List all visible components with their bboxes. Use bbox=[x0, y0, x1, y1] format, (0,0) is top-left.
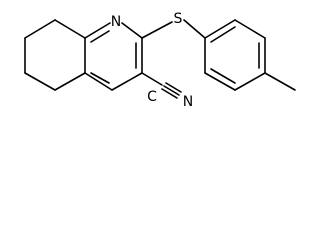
atom-label-nitrile-nitrogen: N bbox=[183, 94, 193, 110]
pyridine-ring bbox=[84, 22, 143, 91]
triple-bond-line-2 bbox=[165, 82, 182, 93]
atom-label-nitrile-carbon: C bbox=[147, 89, 157, 105]
double-bond-ar-1-2 bbox=[210, 26, 236, 43]
bond-c6-c5 bbox=[24, 72, 56, 91]
bond-c3-cnitrile bbox=[141, 72, 163, 86]
bond-c5-c4a bbox=[54, 72, 86, 91]
nitrile-group-bonds bbox=[141, 72, 182, 99]
triple-bond-line-1 bbox=[163, 85, 180, 96]
bond-s-c1prime bbox=[183, 19, 206, 39]
atom-label-ring-nitrogen: N bbox=[111, 14, 121, 30]
double-bond-c8a-n1 bbox=[90, 30, 110, 43]
bond-n1-c2 bbox=[121, 22, 143, 39]
bond-c2-s bbox=[141, 21, 173, 39]
chemical-structure-diagram: N S C N bbox=[24, 11, 296, 110]
bond-ar-5-6 bbox=[204, 72, 236, 91]
bond-c4-c4a bbox=[84, 72, 113, 91]
bond-c3-c4 bbox=[111, 72, 143, 91]
bond-c8-c7 bbox=[24, 19, 56, 39]
atom-label-sulfur: S bbox=[174, 11, 183, 27]
bond-c8a-c8 bbox=[54, 19, 86, 39]
bond-ar-4-5 bbox=[234, 72, 266, 91]
bond-ar-2-3 bbox=[234, 19, 266, 39]
saturated-ring bbox=[24, 19, 86, 91]
double-bond-c4-c4a bbox=[90, 72, 110, 84]
double-bond-ar-5-6 bbox=[210, 68, 236, 84]
tolyl-ring bbox=[204, 19, 296, 91]
thioether-bridge bbox=[141, 19, 206, 39]
bond-ar-1-2 bbox=[204, 19, 236, 39]
triple-bond-line-3 bbox=[161, 88, 178, 99]
bond-c8a-n1 bbox=[84, 22, 111, 39]
bond-methyl bbox=[264, 72, 296, 91]
